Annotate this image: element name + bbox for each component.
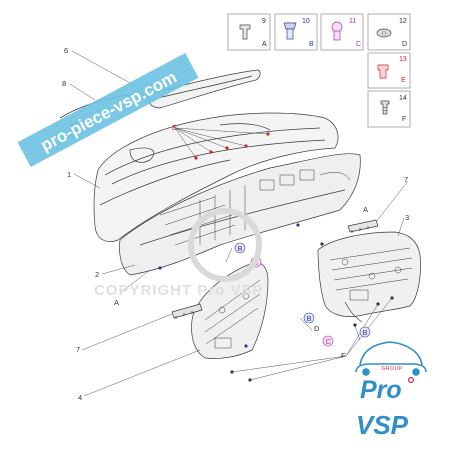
legend-item-9[interactable]: 9 A [239, 18, 267, 48]
legend-item-12[interactable]: 12 D [376, 18, 407, 48]
legend-item-14[interactable]: 14 F [380, 95, 407, 123]
callout-2[interactable]: 2 [95, 270, 99, 279]
legend-item-10[interactable]: 10 B [283, 18, 314, 48]
screw-icon [380, 100, 390, 115]
legend-number: 14 [399, 95, 407, 102]
left-bumper-bracket[interactable] [191, 261, 269, 359]
legend-number: 11 [349, 18, 356, 25]
screw-clip-icon [283, 22, 297, 40]
rivet-clip-icon [331, 21, 343, 41]
legend-letter: B [309, 41, 314, 48]
legend-letter: C [356, 41, 361, 48]
callout-b-right[interactable]: B [363, 328, 368, 337]
callout-f[interactable]: F [341, 351, 346, 360]
support-bar-left[interactable] [171, 303, 203, 319]
callout-6[interactable]: 6 [64, 46, 68, 55]
legend-item-13[interactable]: 13 E [377, 56, 407, 84]
callout-8[interactable]: 8 [62, 79, 66, 88]
logo-pro: Pro [360, 376, 402, 404]
callout-1[interactable]: 1 [67, 170, 71, 179]
callout-b-center[interactable]: B [238, 244, 243, 253]
logo-vsp: VSP [356, 410, 409, 440]
legend-number: 9 [262, 18, 266, 25]
push-clip-icon [239, 24, 251, 40]
legend-number: 13 [399, 56, 407, 63]
callout-a-right[interactable]: A [363, 205, 368, 214]
callout-a-left[interactable]: A [114, 298, 119, 307]
callout-3[interactable]: 3 [405, 213, 409, 222]
callout-4[interactable]: 4 [78, 393, 82, 402]
car-icon [355, 341, 427, 376]
right-bumper-bracket[interactable] [317, 231, 421, 323]
fastener-legend [227, 13, 411, 128]
support-bar-right[interactable] [347, 219, 379, 233]
legend-letter: E [401, 77, 406, 84]
legend-number: 10 [302, 18, 310, 25]
legend-letter: A [262, 41, 267, 48]
copyright-watermark: COPYRIGHT Pro VSP [94, 208, 264, 299]
legend-letter: F [402, 116, 406, 123]
provsp-logo: GROUP Pro VSP [355, 341, 427, 440]
bumper-cover[interactable] [93, 112, 339, 242]
callout-d[interactable]: D [314, 324, 320, 333]
legend-item-11[interactable]: 11 C [331, 18, 361, 48]
callout-b-lower[interactable]: B [307, 314, 312, 323]
callout-labels: 6 8 1 2 7 3 7 4 5 A A D F [62, 46, 409, 402]
callout-7-right[interactable]: 7 [404, 175, 408, 184]
logo-group: GROUP [381, 366, 402, 372]
legend-number: 12 [399, 18, 407, 25]
red-clip-icon [377, 64, 389, 79]
callout-c-lower[interactable]: C [326, 337, 332, 346]
callout-7-left[interactable]: 7 [76, 345, 80, 354]
upper-trim-strip[interactable] [148, 69, 261, 109]
callout-e[interactable]: E [172, 123, 177, 132]
copyright-text: COPYRIGHT Pro VSP [94, 282, 264, 299]
washer-icon [376, 28, 392, 38]
legend-letter: D [402, 41, 407, 48]
